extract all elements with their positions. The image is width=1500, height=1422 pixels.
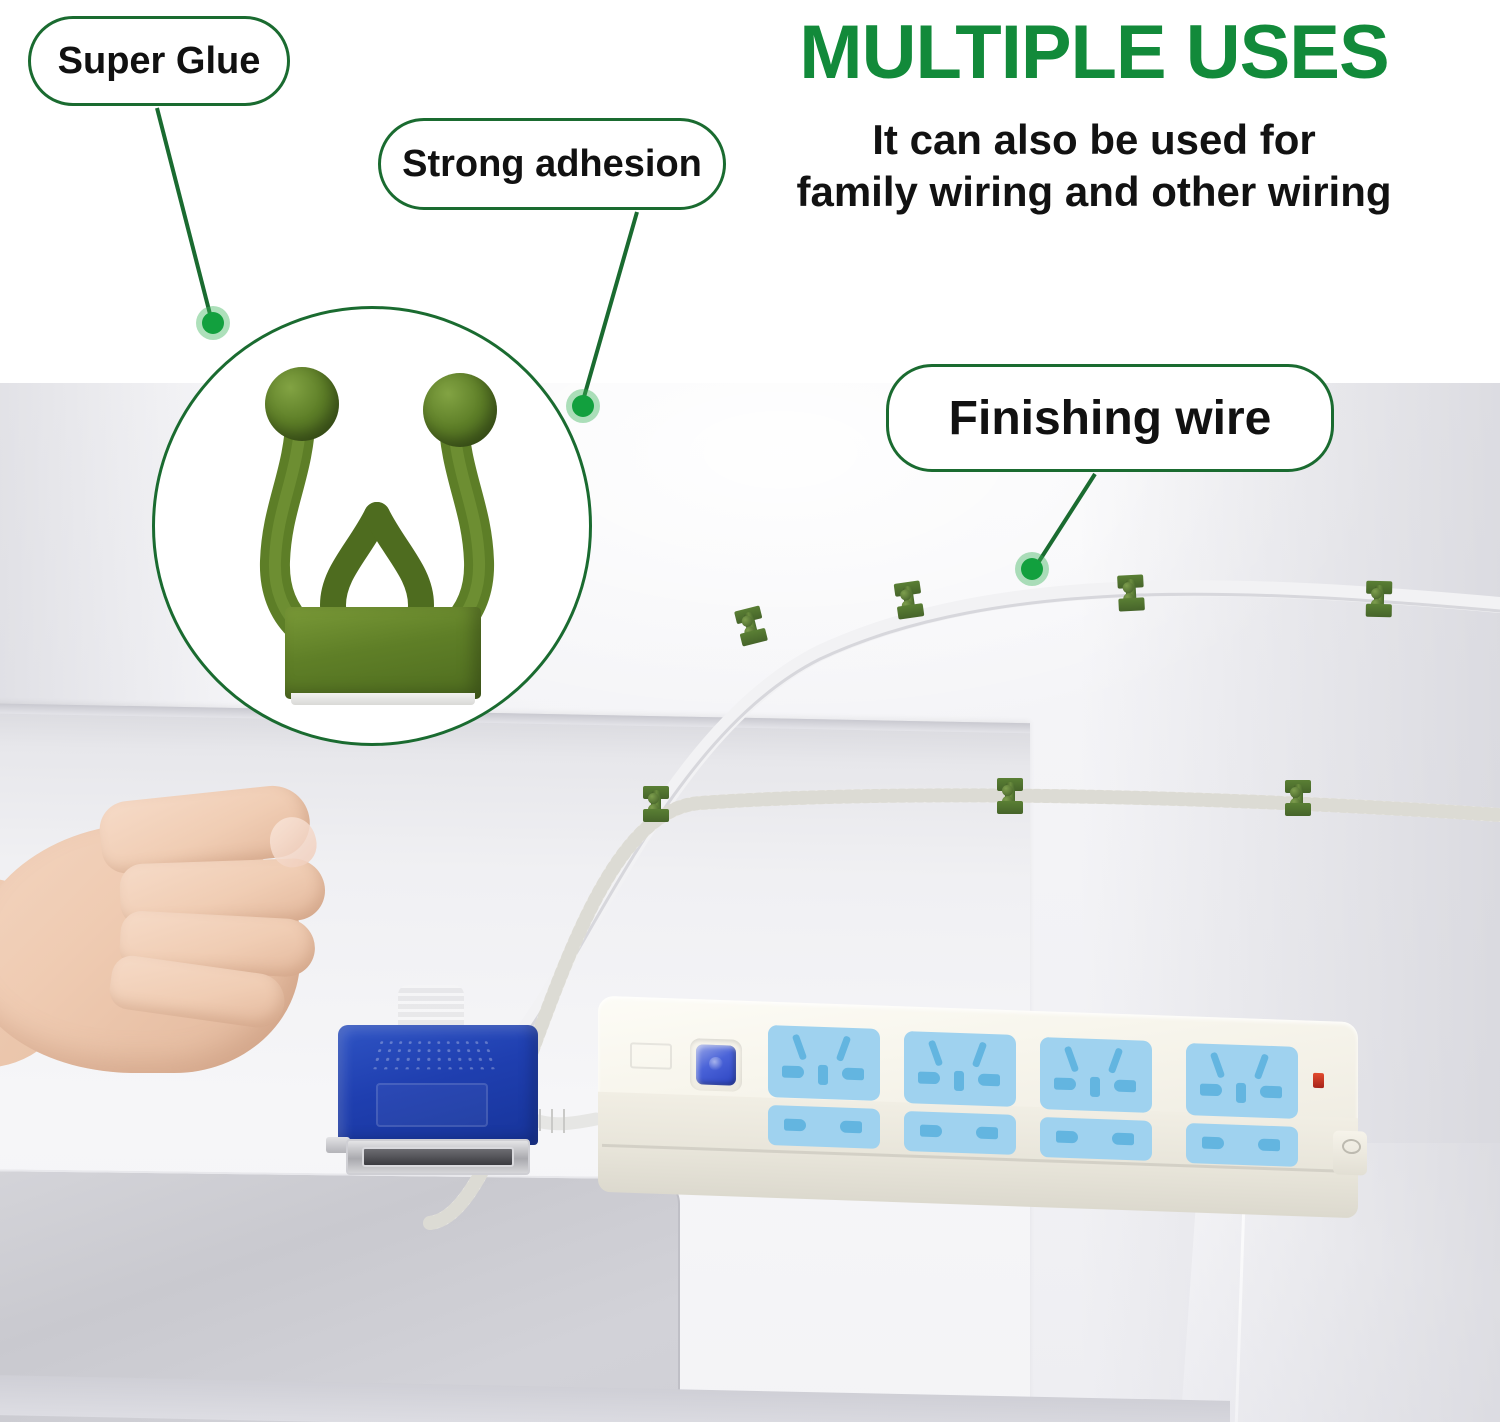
connector-pin-slot (362, 1147, 514, 1167)
headline-subtitle-line-2: family wiring and other wiring (796, 168, 1392, 216)
clip-adhesive-pad (291, 693, 475, 705)
clip-knob-right (423, 373, 497, 447)
scene-photo (0, 383, 1500, 1422)
headline-subtitle-line-1: It can also be used for (872, 115, 1316, 163)
callout-dot-strong-adhesion (566, 389, 600, 423)
cable-clip (643, 786, 669, 822)
clip-plate-bottom (1285, 803, 1311, 816)
cable-runs (423, 580, 1500, 1230)
product-magnifier (152, 306, 592, 746)
connector-label-panel (376, 1083, 488, 1127)
clip-knob-left (265, 367, 339, 441)
cable-clip-hero (241, 365, 511, 705)
headline-block: MULTIPLE USES It can also be used for fa… (722, 14, 1466, 219)
callout-super-glue: Super Glue (28, 16, 290, 106)
clip-knob (648, 793, 659, 804)
page-title: MULTIPLE USES (799, 10, 1389, 95)
wall-shadow-right (1080, 383, 1500, 1422)
clip-adhesive-base (285, 607, 481, 699)
connector-body (338, 1025, 538, 1145)
callout-strong-adhesion: Strong adhesion (378, 118, 726, 210)
clip-knob (1002, 785, 1013, 796)
callout-finishing-wire: Finishing wire (886, 364, 1334, 472)
connector-screw-ear (326, 1137, 344, 1153)
cable-clip (1285, 780, 1311, 816)
clip-knob (1290, 787, 1301, 798)
clip-plate-bottom (997, 801, 1023, 814)
callout-dot-finishing-wire (1015, 552, 1049, 586)
clip-plate-bottom (643, 809, 669, 822)
cable-clip (997, 778, 1023, 814)
headline-subtitle: It can also be used for family wiring an… (722, 114, 1466, 220)
callout-dot-super-glue (196, 306, 230, 340)
